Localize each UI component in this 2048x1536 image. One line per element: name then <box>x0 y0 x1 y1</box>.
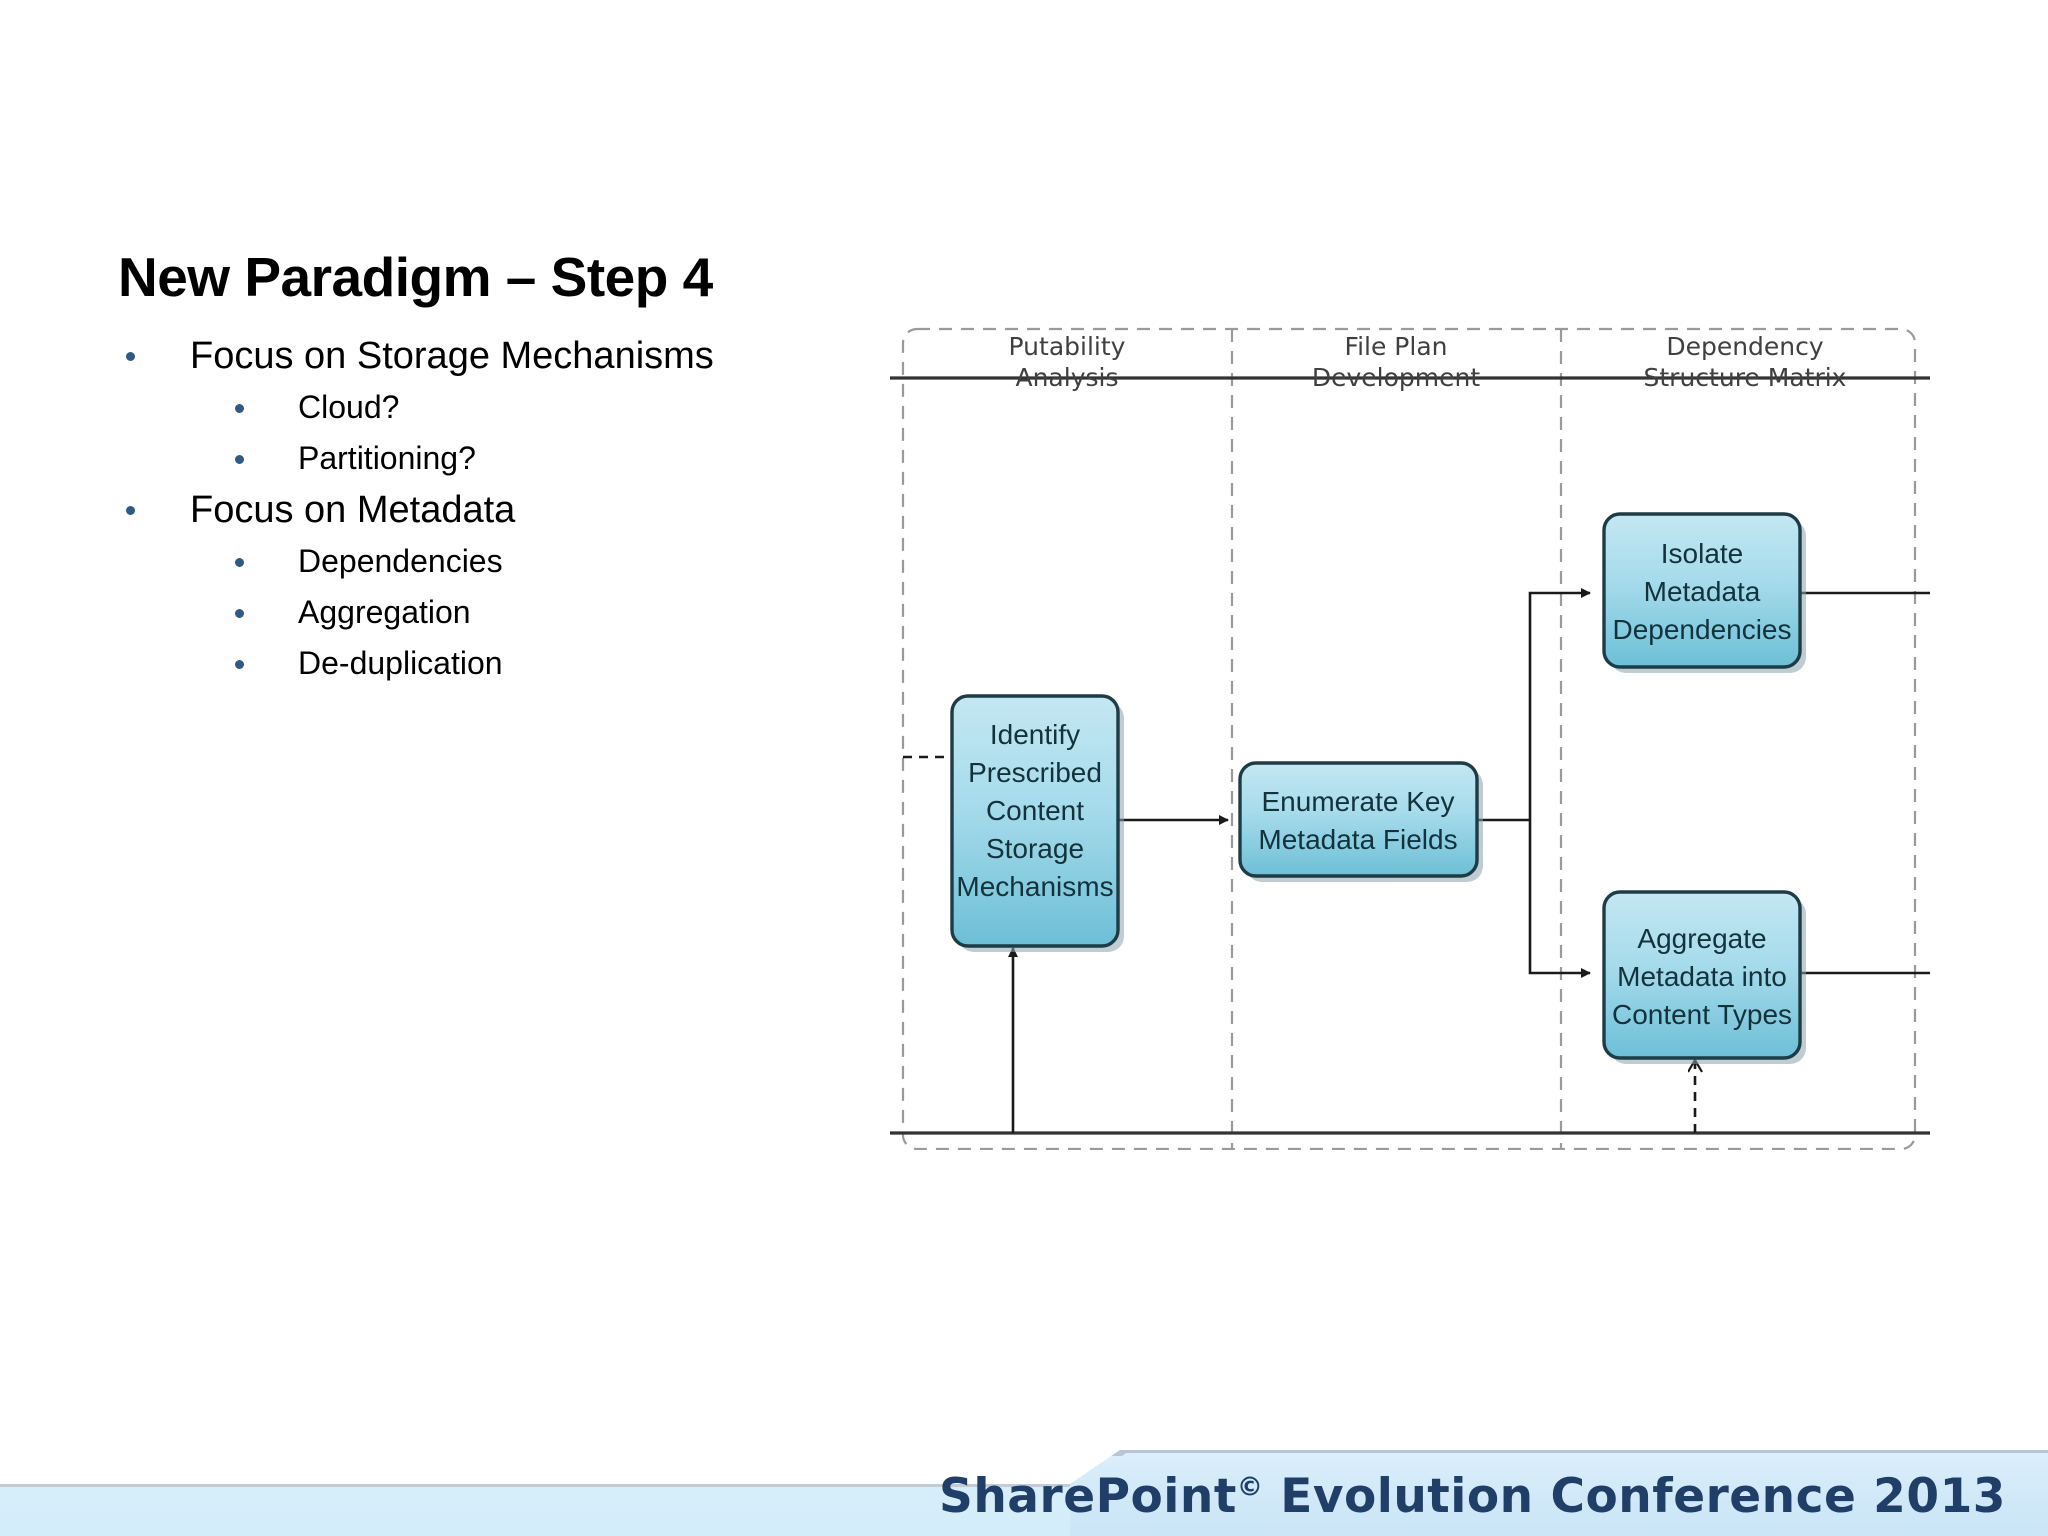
bullet-marker-icon <box>235 609 244 618</box>
lane-label-line1: File Plan <box>1345 332 1448 361</box>
bullet-item-level2: Cloud? <box>118 382 838 433</box>
bullet-marker-icon <box>235 660 244 669</box>
bullet-marker-icon <box>235 558 244 567</box>
node-body <box>1602 890 1802 1060</box>
bullet-item-level1: Focus on Storage Mechanisms <box>118 330 838 382</box>
bullet-text: Focus on Storage Mechanisms <box>190 335 714 377</box>
brand-suffix: Evolution Conference 2013 <box>1263 1469 2006 1524</box>
node-body <box>1602 512 1802 669</box>
lane-label-line2: Development <box>1312 363 1480 392</box>
node-label-line: Dependencies <box>1612 614 1791 645</box>
bullet-text: Focus on Metadata <box>190 489 516 531</box>
node-identify-prescribed[interactable]: Identify Prescribed Content Storage Mech… <box>950 694 1124 952</box>
swimlane-flowchart-diagram: Putability Analysis File Plan Developmen… <box>890 320 1930 1150</box>
lane-header-dependency-structure-matrix: Dependency Structure Matrix <box>1644 332 1847 392</box>
bullet-marker-icon <box>235 455 244 464</box>
node-label-line: Metadata Fields <box>1258 824 1457 855</box>
copyright-icon: © <box>1236 1472 1264 1503</box>
node-label-line: Metadata <box>1644 576 1761 607</box>
bullet-text: De-duplication <box>298 645 503 681</box>
bullet-list: Focus on Storage Mechanisms Cloud? Parti… <box>118 330 838 689</box>
connector-to-aggregate <box>1528 820 1591 978</box>
lane-header-putability-analysis: Putability Analysis <box>1009 332 1126 392</box>
lane-header-file-plan-development: File Plan Development <box>1312 332 1480 392</box>
brand-name: SharePoint <box>938 1469 1237 1524</box>
lane-label-line1: Dependency <box>1666 332 1824 361</box>
bullet-marker-icon <box>126 506 135 515</box>
slide-title: New Paradigm – Step 4 <box>118 246 713 308</box>
node-body <box>1238 761 1479 878</box>
bullet-item-level2: Partitioning? <box>118 433 838 484</box>
bullet-marker-icon <box>235 404 244 413</box>
node-label-line: Prescribed <box>968 757 1102 788</box>
bullet-item-level2: Aggregation <box>118 587 838 638</box>
node-label-line: Enumerate Key <box>1262 786 1455 817</box>
node-label-line: Aggregate <box>1637 923 1766 954</box>
node-label-line: Content <box>986 795 1084 826</box>
node-label-line: Identify <box>990 719 1080 750</box>
node-label-line: Content Types <box>1612 999 1792 1030</box>
footer-band-raised <box>1070 1450 2048 1536</box>
node-isolate-metadata-dependencies[interactable]: Isolate Metadata Dependencies <box>1602 512 1806 673</box>
bullet-text: Aggregation <box>298 594 471 630</box>
node-label-line: Storage <box>986 833 1084 864</box>
slide-footer: SharePoint© Evolution Conference 2013 <box>0 1420 2048 1536</box>
conference-branding: SharePoint© Evolution Conference 2013 <box>939 1469 2006 1524</box>
node-aggregate-metadata-content-types[interactable]: Aggregate Metadata into Content Types <box>1602 890 1806 1064</box>
bullet-text: Cloud? <box>298 389 400 425</box>
node-enumerate-key-metadata[interactable]: Enumerate Key Metadata Fields <box>1238 761 1483 882</box>
bullet-item-level1: Focus on Metadata <box>118 484 838 536</box>
bullet-text: Partitioning? <box>298 440 476 476</box>
lane-label-line2: Structure Matrix <box>1644 363 1847 392</box>
swimlane-container <box>890 327 1930 1150</box>
node-label-line: Isolate <box>1661 538 1744 569</box>
bullet-item-level2: De-duplication <box>118 638 838 689</box>
bullet-item-level2: Dependencies <box>118 536 838 587</box>
connector-to-isolate <box>1528 588 1591 820</box>
swimlane-outer-border <box>901 327 1917 1150</box>
node-label-line: Metadata into <box>1617 961 1787 992</box>
bullet-marker-icon <box>126 352 135 361</box>
bullet-text: Dependencies <box>298 543 503 579</box>
lane-label-line1: Putability <box>1009 332 1126 361</box>
lane-label-line2: Analysis <box>1015 363 1118 392</box>
node-body <box>950 694 1120 948</box>
node-label-line: Mechanisms <box>956 871 1113 902</box>
